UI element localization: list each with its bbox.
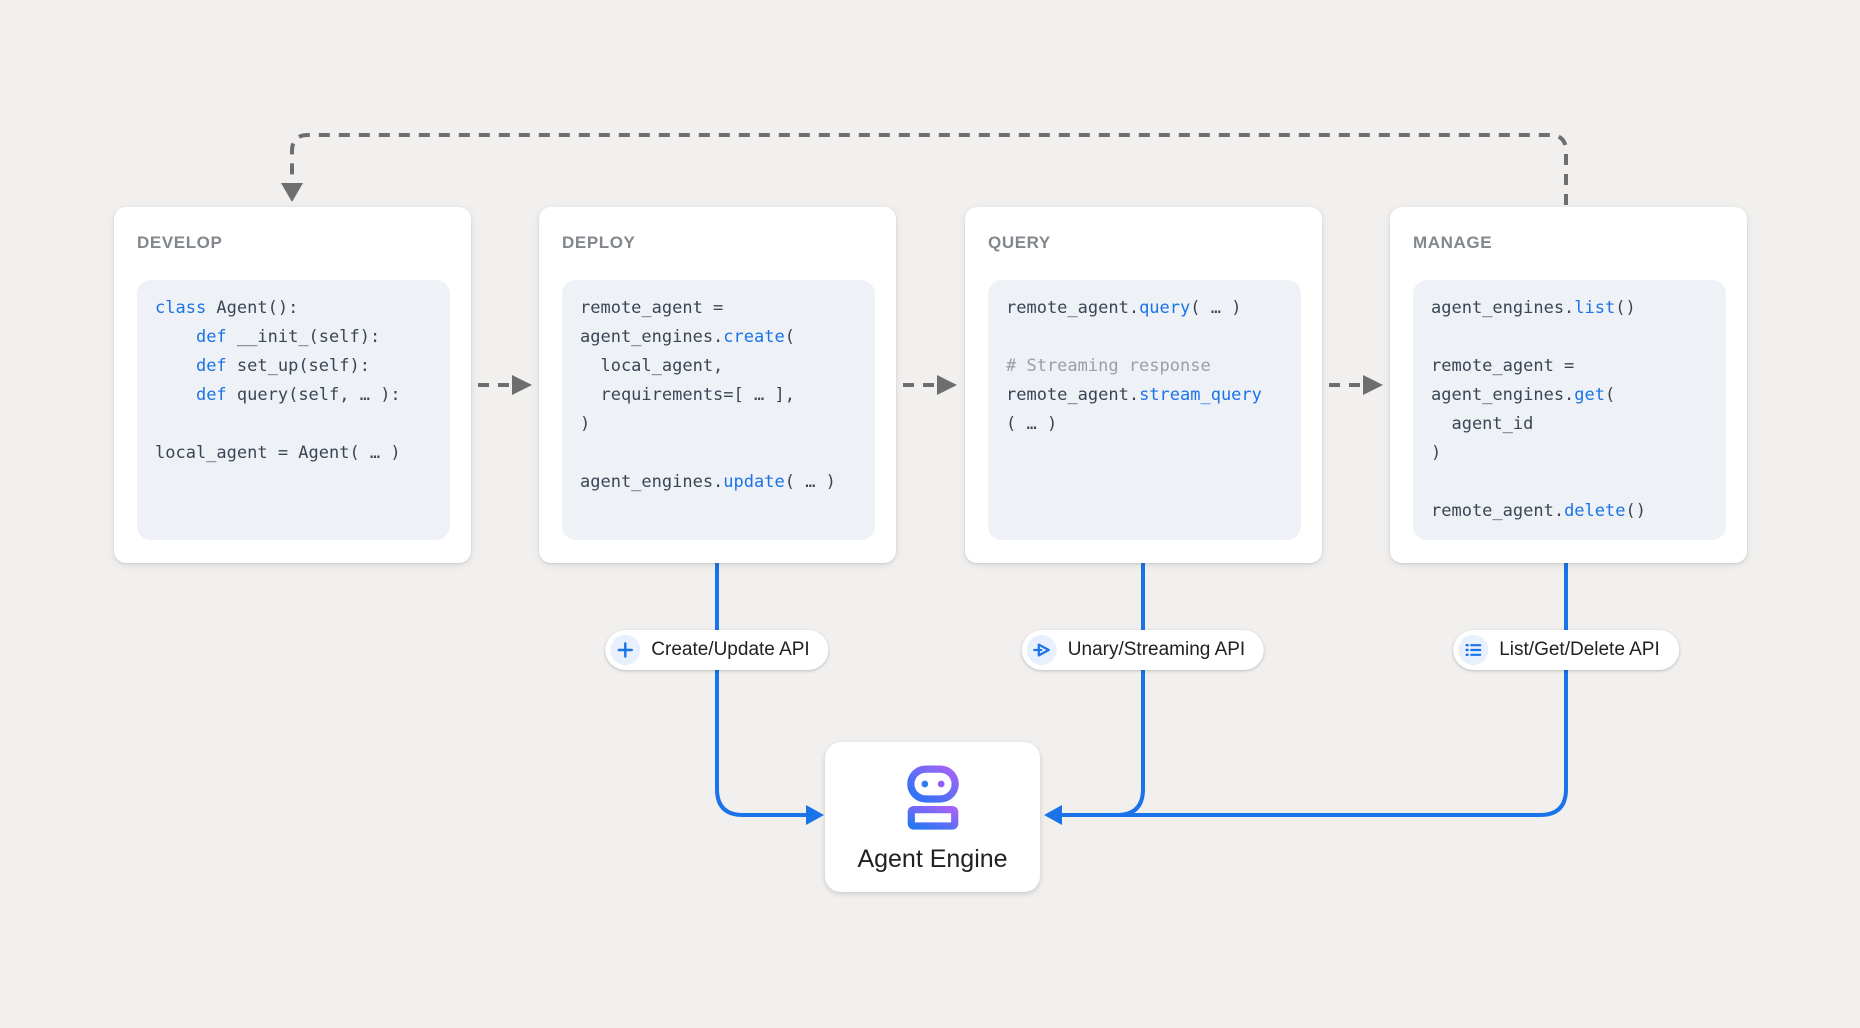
card-deploy: DEPLOY remote_agent =agent_engines.creat… <box>539 207 896 563</box>
send-icon <box>1026 635 1057 665</box>
deploy-to-engine-blue-arrow <box>715 563 824 825</box>
card-query: QUERY remote_agent.query( … ) # Streamin… <box>965 207 1322 563</box>
robot-icon <box>906 765 959 830</box>
card-query-title: QUERY <box>988 233 1051 252</box>
card-develop-code-block: class Agent(): def __init_(self): def se… <box>137 280 450 540</box>
card-deploy-code-block: remote_agent =agent_engines.create( loca… <box>562 280 875 540</box>
pill-label: Create/Update API <box>651 639 810 660</box>
card-develop: DEVELOP class Agent(): def __init_(self)… <box>114 207 471 563</box>
card-develop-title: DEVELOP <box>137 233 223 252</box>
pill-label: List/Get/Delete API <box>1499 639 1660 660</box>
card-deploy-title: DEPLOY <box>562 233 636 252</box>
query-to-engine-blue-line <box>1062 563 1145 817</box>
manage-to-engine-blue-arrow <box>1044 563 1568 825</box>
plus-icon <box>610 635 641 665</box>
card-manage-code-block: agent_engines.list() remote_agent =agent… <box>1413 280 1726 540</box>
develop-to-deploy-dashed-arrow <box>478 375 532 395</box>
manage-to-develop-dashed-loop-arrow <box>281 133 1568 205</box>
pill-unary-streaming-api: Unary/Streaming API <box>1021 630 1265 670</box>
pill-label: Unary/Streaming API <box>1067 639 1246 660</box>
deploy-to-query-dashed-arrow <box>903 375 957 395</box>
pill-create-update-api: Create/Update API <box>605 630 829 670</box>
card-query-code-block: remote_agent.query( … ) # Streaming resp… <box>988 280 1301 540</box>
agent-engine-node: Agent Engine <box>825 742 1040 892</box>
pill-list-get-delete-api: List/Get/Delete API <box>1453 630 1679 670</box>
query-to-manage-dashed-arrow <box>1329 375 1383 395</box>
card-manage-title: MANAGE <box>1413 233 1493 252</box>
card-manage: MANAGE agent_engines.list() remote_agent… <box>1390 207 1747 563</box>
list-icon <box>1458 635 1489 665</box>
agent-engine-label: Agent Engine <box>857 845 1008 873</box>
